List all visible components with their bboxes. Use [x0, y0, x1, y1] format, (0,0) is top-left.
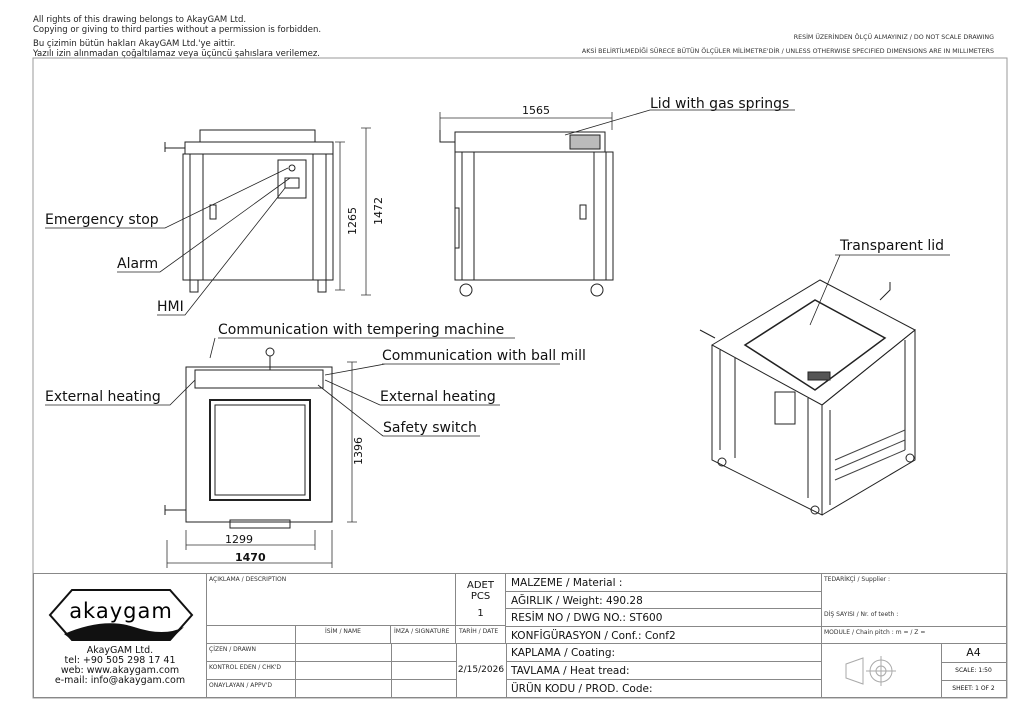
adet-label: ADET — [467, 580, 494, 591]
company-name: AkayGAM Ltd. — [86, 645, 154, 656]
company-web: web: www.akaygam.com — [60, 665, 180, 676]
side-view — [439, 130, 614, 297]
name-label: İSİM / NAME — [296, 626, 391, 644]
callout-external-heating-right: External heating — [380, 389, 496, 405]
callout-transparent-lid: Transparent lid — [839, 238, 944, 254]
company-tel: tel: +90 505 298 17 41 — [64, 655, 176, 666]
date-value: 2/15/2026 — [456, 644, 507, 697]
callout-lid-gas-springs: Lid with gas springs — [650, 96, 789, 112]
dimension-lines — [166, 112, 613, 568]
rights-en-2: Copying or giving to third parties witho… — [33, 25, 322, 35]
material-field: MALZEME / Material : — [506, 574, 821, 592]
rights-tr-1: Bu çizimin bütün hakları AkayGAM Ltd.'ye… — [33, 39, 236, 49]
callout-safety-switch: Safety switch — [383, 420, 477, 436]
callout-comm-ball-mill: Communication with ball mill — [382, 348, 586, 364]
pcs-box: ADET PCS 1 — [456, 574, 506, 626]
rights-en-1: All rights of this drawing belongs to Ak… — [33, 15, 247, 25]
callout-external-heating-left: External heating — [45, 389, 161, 405]
date-label: TARİH / DATE — [456, 626, 506, 644]
config-field: KONFİGÜRASYON / Conf.: Conf2 — [506, 627, 821, 645]
approved-label: ONAYLAYAN / APPV'D — [206, 680, 296, 697]
sheet-field: SHEET: 1 OF 2 — [952, 684, 995, 692]
callout-alarm: Alarm — [117, 256, 158, 272]
supplier-field: TEDARİKÇİ / Supplier : — [821, 574, 1006, 627]
dwg-no-field: RESİM NO / DWG NO.: ST600 — [506, 609, 821, 627]
units-note: AKSİ BELİRTİLMEDİĞİ SÜRECE BÜTÜN ÖLÇÜLER… — [581, 48, 994, 55]
prod-code-field: ÜRÜN KODU / PROD. Code: — [511, 682, 653, 695]
dim-top-width: 1470 — [235, 551, 266, 564]
grid-corner — [206, 626, 296, 644]
heat-tread-field: TAVLAMA / Heat tread: — [506, 662, 821, 680]
callout-hmi: HMI — [157, 299, 184, 315]
third-angle-projection-icon — [845, 656, 896, 687]
logo-text: akaygam — [69, 599, 173, 623]
rights-tr-2: Yazılı izin alınmadan çoğaltılamaz veya … — [33, 49, 320, 59]
weight-field: AĞIRLIK / Weight: 490.28 — [506, 592, 821, 610]
front-view — [164, 129, 334, 293]
isometric-view — [699, 279, 916, 516]
paper-size: A4 — [941, 644, 1006, 663]
dim-front-height: 1265 — [346, 207, 359, 235]
title-block: akaygam AkayGAM Ltd. tel: +90 505 298 17… — [33, 573, 1007, 698]
pcs-label: PCS — [470, 591, 491, 602]
drawing-frame — [32, 57, 1008, 699]
company-info: akaygam AkayGAM Ltd. tel: +90 505 298 17… — [34, 574, 207, 697]
signature-label: İMZA / SIGNATURE — [391, 626, 456, 644]
module-field: MODULE / Chain pitch : m = / Z = — [821, 627, 1006, 645]
dim-top-inner-width: 1299 — [225, 533, 253, 546]
material-column: MALZEME / Material : AĞIRLIK / Weight: 4… — [506, 574, 822, 697]
signature-cells — [391, 644, 457, 697]
drawn-label: ÇİZEN / DRAWN — [206, 644, 296, 662]
teeth-field: DİŞ SAYISI / Nr. of teeth : — [824, 611, 899, 619]
dim-front-total-height: 1472 — [372, 197, 385, 225]
callout-comm-tempering: Communication with tempering machine — [218, 322, 504, 338]
pcs-value: 1 — [477, 608, 484, 619]
name-cells — [296, 644, 392, 697]
scale-field: SCALE: 1:50 — [941, 662, 1006, 681]
dim-side-width: 1565 — [522, 104, 550, 117]
dim-top-depth: 1396 — [352, 437, 365, 465]
projection-symbol — [821, 644, 942, 698]
coating-field: KAPLAMA / Coating: — [506, 644, 821, 662]
callout-emergency-stop: Emergency stop — [45, 212, 159, 228]
rights-notice: All rights of this drawing belongs to Ak… — [33, 15, 321, 59]
checked-label: KONTROL EDEN / CHK'D — [206, 662, 296, 680]
company-logo: akaygam — [48, 589, 194, 641]
leader-lines — [45, 109, 950, 437]
description-label: AÇIKLAMA / DESCRIPTION — [206, 574, 456, 626]
company-email: e-mail: info@akaygam.com — [54, 675, 186, 686]
no-scale-note: RESİM ÜZERİNDEN ÖLÇÜ ALMAYINIZ / DO NOT … — [793, 34, 994, 41]
top-view — [164, 347, 333, 529]
